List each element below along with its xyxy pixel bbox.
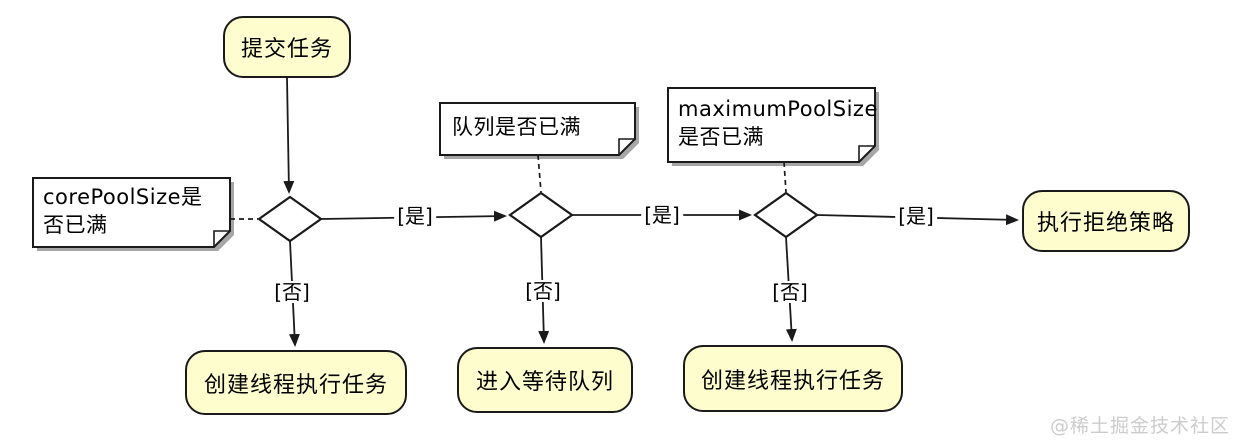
note-connector-3 (783, 161, 787, 193)
watermark: @稀土掘金技术社区 (1049, 415, 1230, 437)
activity-enqueue: 进入等待队列 (457, 347, 633, 413)
note-maximum-pool-size-fold (858, 145, 875, 162)
edge-label-yes-3: [是] (895, 205, 937, 227)
activity-create-thread-2: 创建线程执行任务 (683, 345, 903, 412)
note-text-maximum-pool-size: maximumPoolSize是否已满 (678, 97, 878, 149)
activity-start: 提交任务 (223, 16, 351, 78)
note-queue (439, 102, 636, 156)
decision-diamond-queue (508, 191, 574, 239)
edge-label-no-3: [否] (769, 281, 811, 303)
note-maximum-pool-size (667, 87, 876, 163)
note-core-pool-size (32, 177, 231, 248)
edge-label-no-1: [否] (271, 281, 313, 303)
note-connector-2 (537, 154, 542, 193)
decision-diamond-max-pool (753, 191, 819, 239)
note-queue-fold (618, 138, 635, 155)
edge-label-yes-1: [是] (394, 205, 436, 227)
note-text-core-pool-size: corePoolSize是否已满 (43, 185, 203, 237)
activity-create-thread-1: 创建线程执行任务 (185, 350, 407, 415)
edge-label-no-2: [否] (522, 280, 564, 302)
note-core-pool-size-fold (213, 230, 230, 247)
edge-start-to-decision1 (283, 77, 295, 194)
note-text-queue: 队列是否已满 (452, 115, 581, 139)
edge-label-yes-2: [是] (641, 204, 683, 226)
decision-diamond-core-pool (257, 195, 323, 243)
activity-reject: 执行拒绝策略 (1022, 190, 1190, 252)
